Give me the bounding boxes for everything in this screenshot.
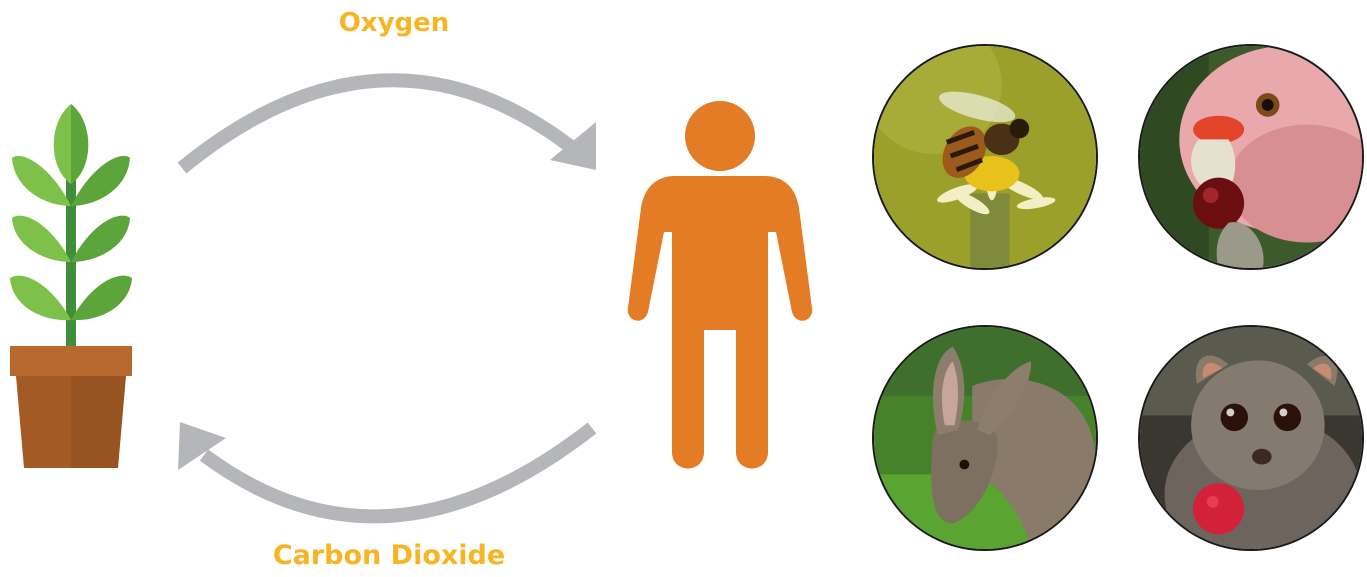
possum-photo [1138,325,1364,551]
kangaroo-photo [872,325,1098,551]
carbon-dioxide-arrow [178,422,592,516]
bee-photo [872,44,1098,270]
oxygen-arrow [182,80,596,170]
person-icon [628,101,812,469]
cockatoo-photo [1138,44,1364,270]
potted-plant-icon [10,104,132,468]
